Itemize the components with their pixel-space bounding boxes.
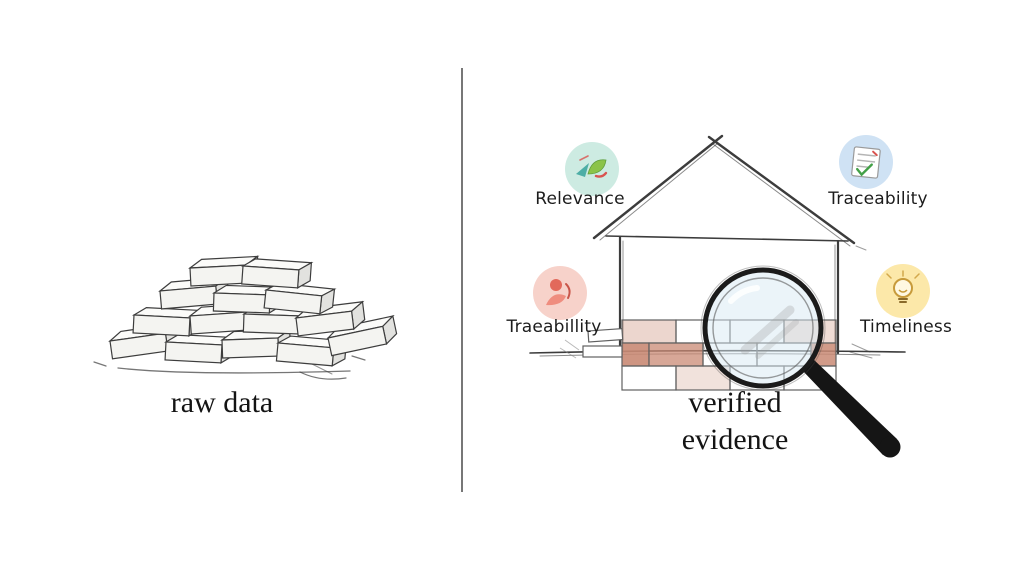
divider-line [460,67,464,493]
person-doodle-icon [546,279,571,306]
raw-data-caption: raw data [170,386,274,419]
verified-evidence-caption-line1: verified [688,386,782,419]
verified-evidence-caption-line2: evidence [681,423,789,456]
badge-circle [533,266,587,320]
magnifier-handle [802,358,897,455]
map-doodle-icon [576,155,608,178]
traeabillity-label: Traeabillity [506,317,602,337]
brick-pile-illustration [93,255,399,380]
lightbulb-icon [886,270,920,303]
relevance-label: Relevance [535,189,625,209]
timeliness-badge-icon [876,264,930,318]
traceability-label: Traceability [828,189,928,209]
magnifier-icon [700,265,901,458]
traceability-badge-icon [839,135,893,189]
checklist-icon [851,146,881,179]
timeliness-label: Timeliness [860,317,952,337]
traeabillity-badge-icon [533,266,587,320]
relevance-badge-icon [565,142,619,196]
